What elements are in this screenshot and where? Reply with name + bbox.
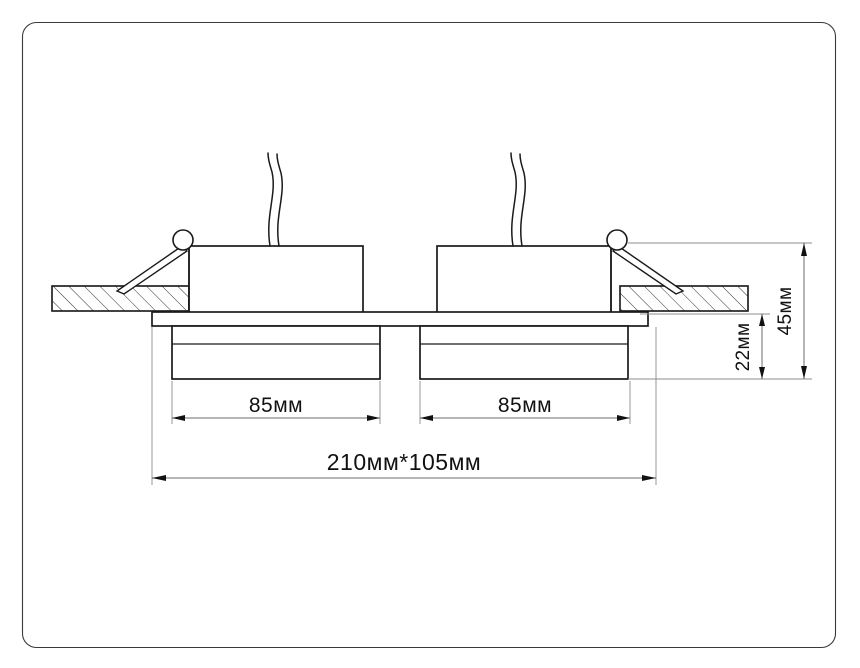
dimension-label-85mm-right: 85мм bbox=[498, 394, 552, 417]
page-frame bbox=[21, 21, 837, 649]
dimension-label-45mm: 45мм bbox=[775, 287, 796, 336]
wire-left bbox=[267, 152, 283, 247]
dimension-label-85mm-left: 85мм bbox=[249, 394, 303, 417]
lamp-body-left bbox=[188, 245, 364, 314]
dimension-85mm-right: 85мм bbox=[420, 394, 630, 421]
spring-pivot-left bbox=[172, 229, 194, 251]
dimension-85mm-left: 85мм bbox=[172, 394, 380, 421]
lamp-body-right bbox=[436, 245, 612, 314]
dimension-45mm: 45мм bbox=[775, 243, 807, 379]
bezel-left bbox=[171, 325, 381, 380]
spring-clip-left bbox=[115, 229, 194, 312]
dimension-22mm: 22мм bbox=[733, 314, 765, 379]
wire-right bbox=[510, 152, 526, 247]
bezel-right bbox=[419, 325, 629, 380]
spring-pivot-right bbox=[606, 229, 628, 251]
dimension-overall: 210мм*105мм bbox=[152, 449, 656, 481]
ceiling-panel-right bbox=[619, 285, 749, 312]
dimension-label-22mm: 22мм bbox=[733, 323, 754, 372]
dimension-label-overall: 210мм*105мм bbox=[327, 449, 481, 475]
spring-clip-right bbox=[606, 229, 685, 312]
trim-plate bbox=[151, 311, 649, 327]
